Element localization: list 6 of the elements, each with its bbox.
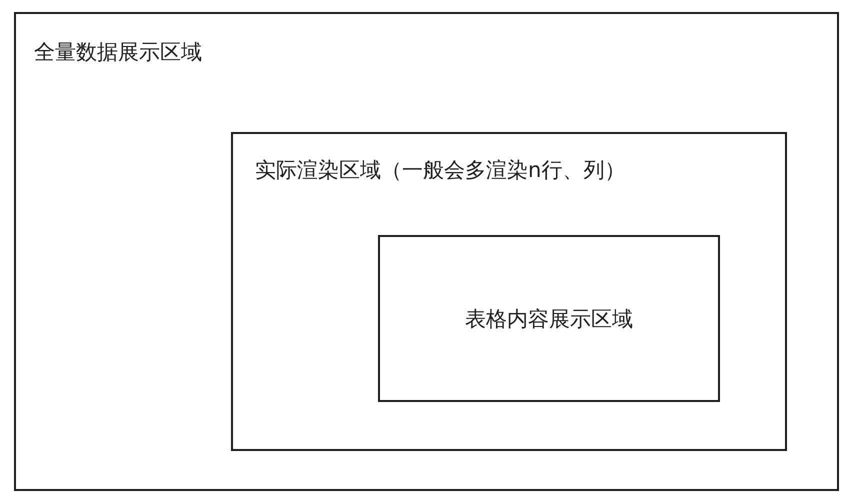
area-label: 表格内容展示区域 [465,306,633,332]
area-box [14,12,839,491]
area-label: 实际渲染区域（一般会多渲染n行、列） [255,157,626,184]
area-box [231,132,787,451]
area-label: 全量数据展示区域 [34,39,202,66]
area-box [378,235,720,402]
